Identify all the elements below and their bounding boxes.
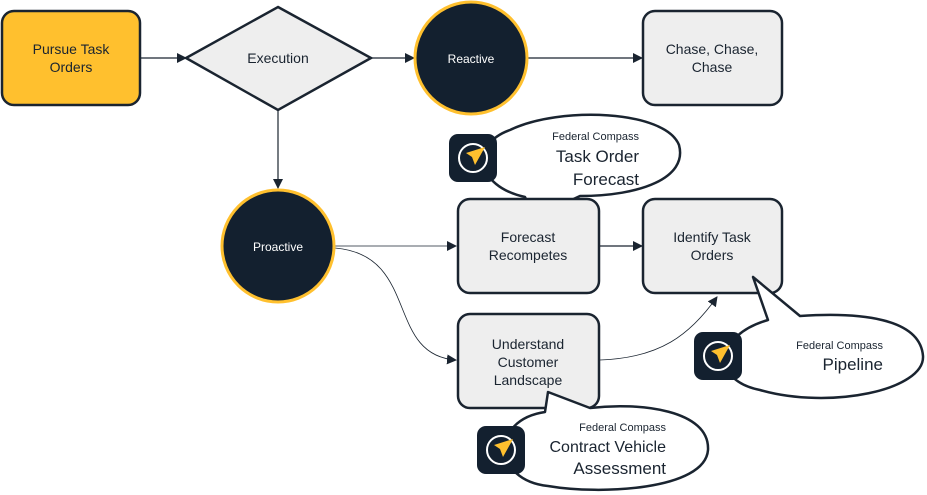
node-label: Chase, Chase, bbox=[666, 41, 759, 57]
node-identify-task-orders: Identify Task Orders bbox=[641, 197, 784, 295]
node-label: Pursue Task bbox=[33, 41, 111, 57]
callout-title: Pipeline bbox=[823, 355, 884, 374]
compass-icon bbox=[449, 134, 497, 182]
node-label: Customer bbox=[498, 354, 559, 370]
callout-brand: Federal Compass bbox=[796, 340, 883, 352]
node-reactive: Reactive bbox=[413, 0, 529, 116]
node-forecast-recompetes: Forecast Recompetes bbox=[456, 197, 601, 295]
callout-title: Contract Vehicle bbox=[549, 439, 666, 456]
connectors bbox=[140, 53, 718, 365]
edge-understand-identify bbox=[599, 296, 718, 361]
compass-icon bbox=[477, 426, 525, 474]
node-label: Understand bbox=[492, 336, 564, 352]
node-label: Forecast bbox=[501, 229, 556, 245]
node-label: Chase bbox=[692, 59, 733, 75]
callout-pipeline: Federal Compass Pipeline bbox=[723, 275, 925, 400]
node-execution: Execution bbox=[183, 5, 374, 112]
callout-title: Task Order bbox=[556, 147, 639, 166]
node-pursue-task-orders: Pursue Task Orders bbox=[0, 9, 142, 107]
node-label: Orders bbox=[50, 59, 93, 75]
node-label: Execution bbox=[247, 50, 308, 66]
callout-contract-vehicle-assessment: Federal Compass Contract Vehicle Assessm… bbox=[503, 390, 710, 492]
node-proactive: Proactive bbox=[220, 188, 336, 304]
node-label: Identify Task bbox=[673, 229, 752, 245]
callout-brand: Federal Compass bbox=[579, 422, 666, 434]
node-understand-customer-landscape: Understand Customer Landscape bbox=[456, 312, 601, 410]
edge-proactive-understand bbox=[334, 247, 457, 365]
node-label: Recompetes bbox=[489, 247, 568, 263]
node-label: Proactive bbox=[253, 240, 303, 254]
callout-title: Forecast bbox=[573, 170, 639, 189]
compass-icon bbox=[694, 332, 742, 380]
callout-title: Assessment bbox=[573, 459, 666, 478]
node-chase: Chase, Chase, Chase bbox=[641, 9, 784, 107]
node-label: Landscape bbox=[494, 372, 563, 388]
callout-brand: Federal Compass bbox=[552, 131, 639, 143]
node-label: Orders bbox=[691, 247, 734, 263]
node-label: Reactive bbox=[448, 52, 495, 66]
